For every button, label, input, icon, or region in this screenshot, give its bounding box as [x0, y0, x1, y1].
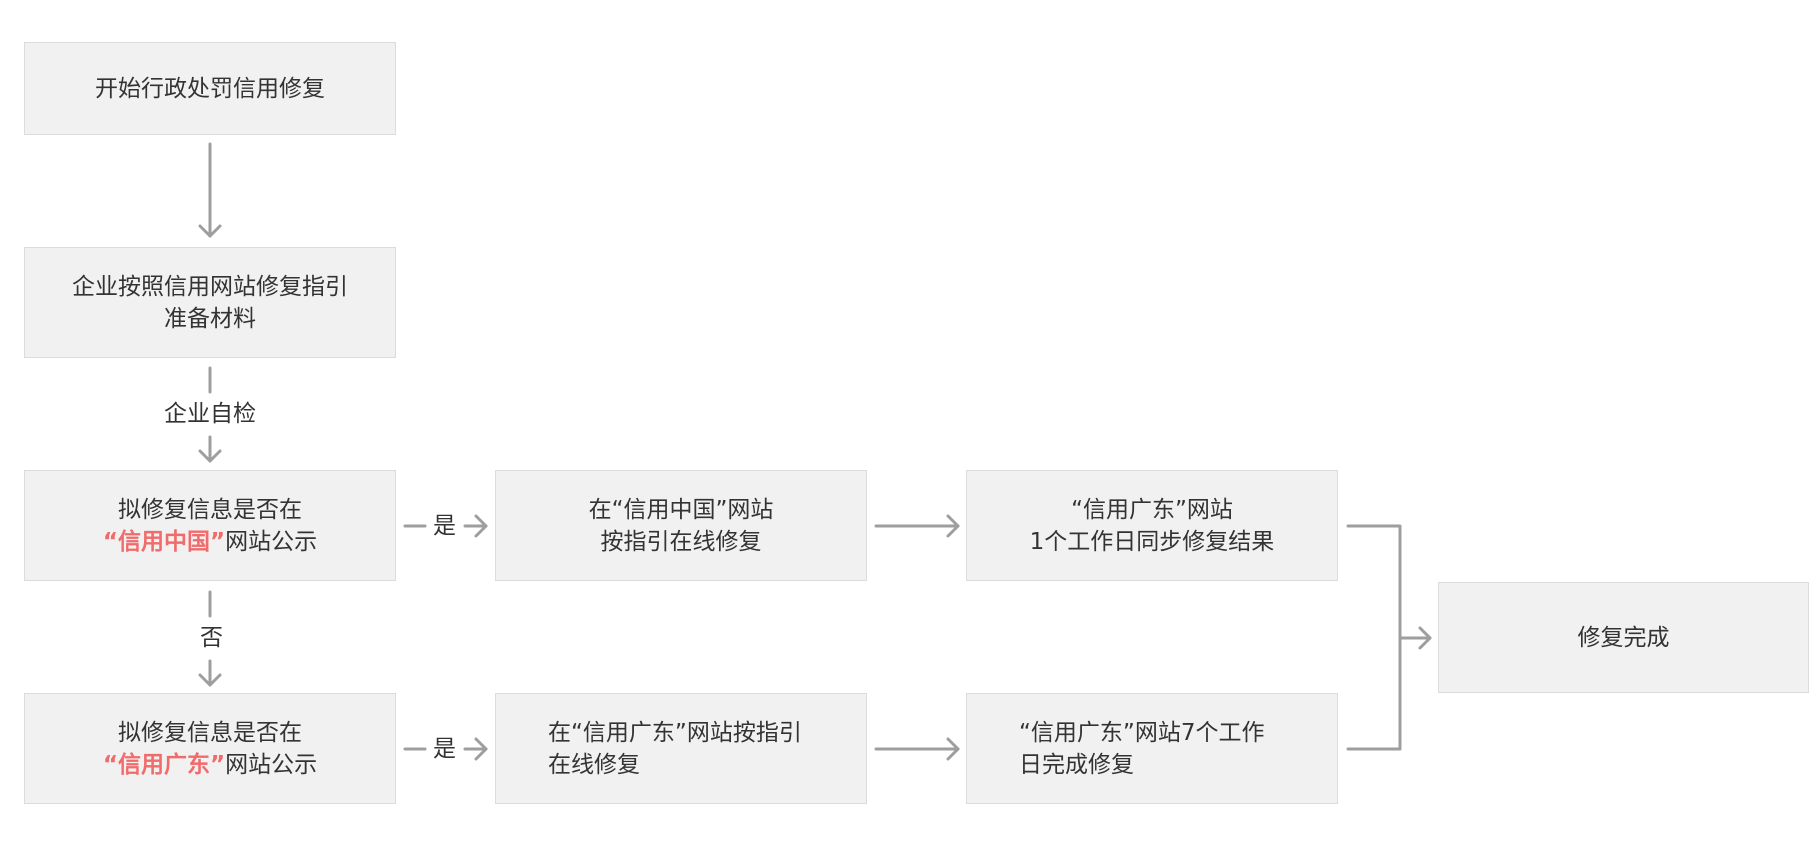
sync-guangdong-node: “信用广东”网站 1个工作日同步修复结果	[966, 470, 1338, 581]
question-guangdong-highlight: “信用广东”	[102, 751, 226, 778]
complete-guangdong-node: “信用广东”网站7个工作 日完成修复	[966, 693, 1338, 804]
repair-guangdong-node: 在“信用广东”网站按指引 在线修复	[495, 693, 867, 804]
yes-label-guangdong: 是	[431, 734, 458, 764]
sync-guangdong-line-2: 1个工作日同步修复结果	[1029, 528, 1275, 555]
question-guangdong-node: 拟修复信息是否在 “信用广东”网站公示	[24, 693, 396, 804]
done-node-text: 修复完成	[1577, 624, 1670, 651]
arrowhead-q1-to-q2	[198, 673, 222, 687]
question-guangdong-line-1: 拟修复信息是否在	[118, 719, 302, 746]
yes-label-china: 是	[431, 511, 458, 541]
repair-guangdong-line-2: 在线修复	[548, 751, 640, 778]
question-china-line-2: “信用中国”网站公示	[103, 526, 317, 558]
no-label: 否	[198, 623, 225, 653]
complete-guangdong-line-2: 日完成修复	[1019, 751, 1134, 778]
sync-guangdong-line-1: “信用广东”网站	[1071, 496, 1233, 523]
question-china-highlight: “信用中国”	[102, 528, 226, 555]
prepare-materials-node: 企业按照信用网站修复指引 准备材料	[24, 247, 396, 358]
arrowhead-repair-guangdong-to-complete	[946, 737, 960, 761]
arrowhead-prepare-to-q1	[198, 449, 222, 463]
arrowhead-start-to-prepare	[198, 224, 222, 238]
question-guangdong-line-2: “信用广东”网站公示	[103, 749, 317, 781]
repair-china-node: 在“信用中国”网站 按指引在线修复	[495, 470, 867, 581]
question-china-node: 拟修复信息是否在 “信用中国”网站公示	[24, 470, 396, 581]
question-china-line-1: 拟修复信息是否在	[118, 496, 302, 523]
merge-bracket	[1346, 524, 1402, 751]
start-node: 开始行政处罚信用修复	[24, 42, 396, 135]
question-guangdong-suffix: 网站公示	[225, 751, 318, 778]
arrowhead-q1-yes	[474, 514, 488, 538]
prepare-line-1: 企业按照信用网站修复指引	[72, 273, 348, 300]
arrowhead-merge-to-done	[1418, 626, 1432, 650]
repair-guangdong-line-1: 在“信用广东”网站按指引	[548, 719, 802, 746]
start-node-text: 开始行政处罚信用修复	[95, 75, 325, 102]
complete-guangdong-line-1: “信用广东”网站7个工作	[1019, 719, 1265, 746]
done-node: 修复完成	[1438, 582, 1809, 693]
self-check-label: 企业自检	[162, 399, 258, 429]
question-china-suffix: 网站公示	[225, 528, 318, 555]
arrowhead-q2-yes	[474, 737, 488, 761]
repair-china-line-1: 在“信用中国”网站	[588, 496, 774, 523]
arrowhead-repair-china-to-sync	[946, 514, 960, 538]
repair-china-line-2: 按指引在线修复	[600, 528, 762, 555]
prepare-line-2: 准备材料	[164, 305, 256, 332]
